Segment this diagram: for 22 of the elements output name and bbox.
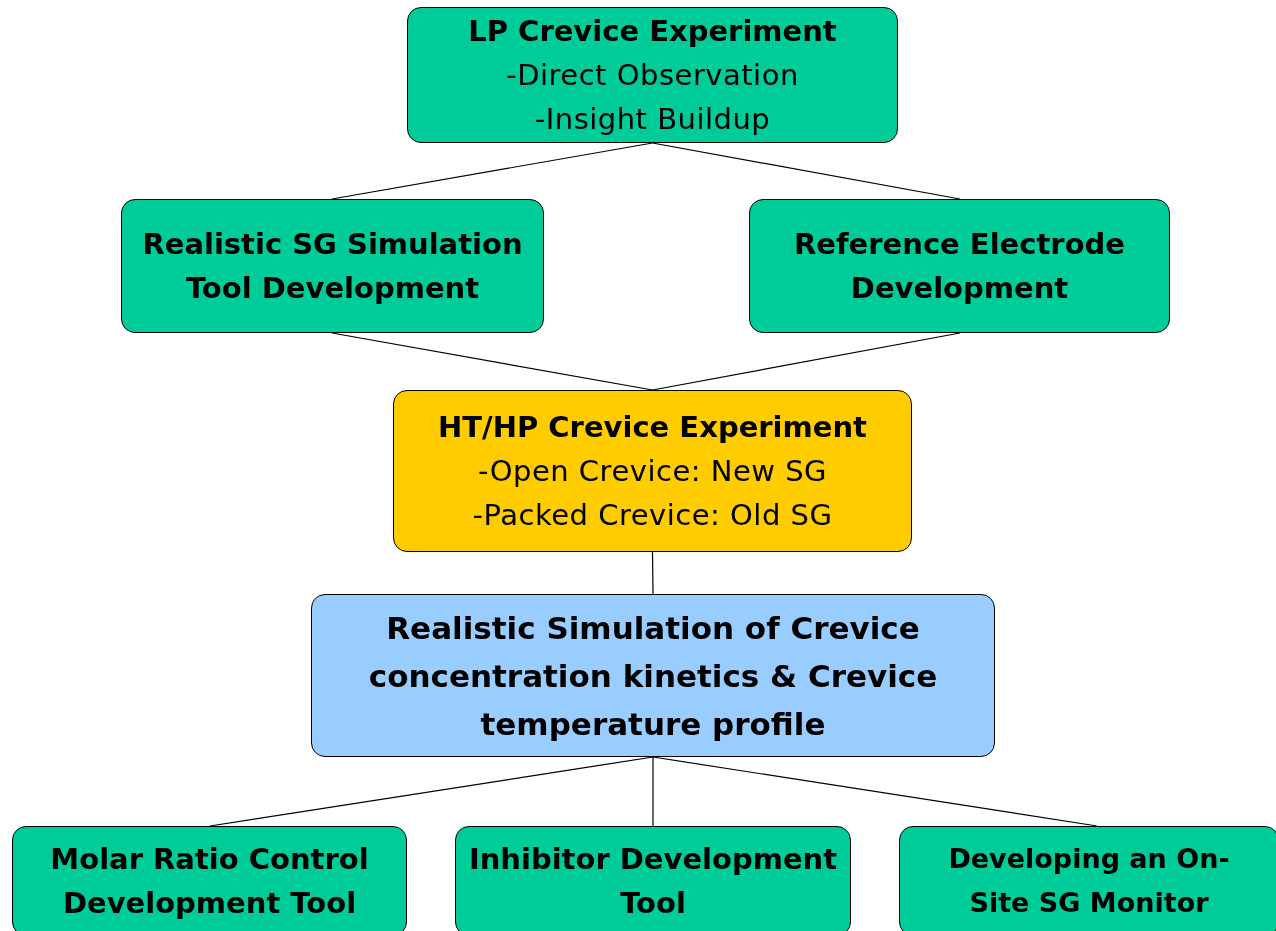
box-bullet-text: -Packed Crevice: Old SG [472, 497, 833, 534]
process-box [899, 826, 1276, 931]
box-label: Realistic Simulation of Crevice concentration kinetics & Crevice temperature profile [367, 608, 939, 744]
simulation-box [311, 594, 995, 757]
process-box [12, 826, 407, 931]
box-heading: LP Crevice Experiment [468, 13, 837, 50]
box-label: Inhibitor Development Tool [467, 841, 839, 922]
box-label: Realistic SG Simulation Tool Development [141, 226, 524, 307]
connector-line [651, 551, 654, 595]
process-box [407, 7, 898, 143]
box-label: Molar Ratio Control Development Tool [49, 841, 370, 922]
process-box [121, 199, 544, 333]
box-heading: HT/HP Crevice Experiment [438, 409, 867, 446]
process-box [749, 199, 1170, 333]
box-bullet-text: -Open Crevice: New SG [477, 453, 828, 490]
box-label: Reference Electrode Development [793, 226, 1126, 307]
box-bullet-text: -Direct Observation [506, 57, 799, 94]
box-label: Developing an On-Site SG Monitor [947, 842, 1231, 920]
process-box [455, 826, 851, 931]
connector-line [652, 756, 654, 827]
experiment-box [393, 390, 912, 552]
box-bullet-text: -Insight Buildup [534, 101, 771, 138]
